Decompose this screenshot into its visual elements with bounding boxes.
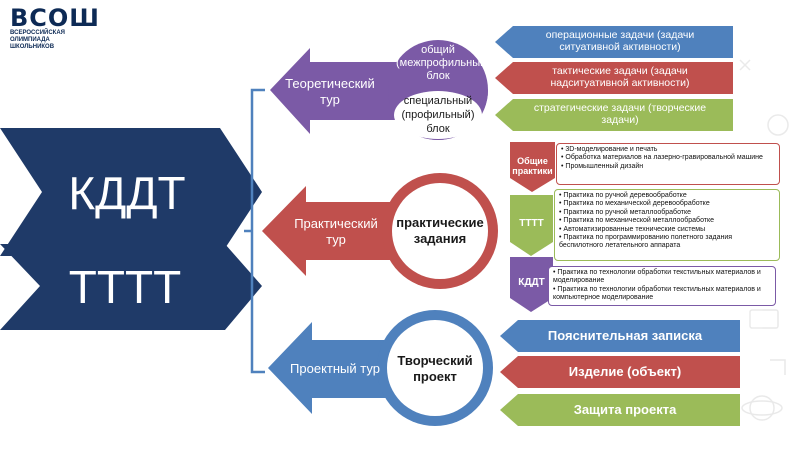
list-item: Практика по ручной металлообработке (559, 209, 775, 217)
task-label-1: операционные задачи (задачи ситуативной … (545, 29, 695, 53)
kddt-label: КДДТ (68, 167, 186, 219)
kddt-practices-box: Практика по технологии обработки текстил… (548, 266, 776, 306)
task-label-3: стратегические задачи (творческие задачи… (533, 102, 707, 126)
proj-arrow-1 (500, 320, 740, 352)
theory-block-special: специальный (профильный) блок (401, 95, 475, 135)
tag-general: Общие практики (512, 156, 553, 176)
project-item-3: Защита проекта (573, 402, 677, 417)
project-item-1: Пояснительная записка (547, 328, 703, 343)
tttt-chevron (0, 244, 262, 330)
bracket (244, 88, 265, 374)
list-item: Практика по механической металлообработк… (559, 217, 775, 225)
list-item: Обработка материалов на лазерно-гравиров… (561, 154, 775, 162)
tag-kddt: КДДТ (518, 277, 545, 288)
kddt-chevron (0, 128, 262, 256)
general-practices-box: 3D-моделирование и печать Обработка мате… (556, 143, 780, 185)
vsosh-logo: ВСОШ всероссийская олимпиада школьников (10, 6, 120, 51)
project-item-2: Изделие (объект) (568, 364, 682, 379)
tag-arrow-kddt (510, 257, 553, 312)
proj-arrow-2 (500, 356, 740, 388)
tag-arrow-tttt (510, 195, 553, 256)
theory-block-general: общий (межпрофильный) блок (396, 44, 490, 82)
theory-arrow (270, 48, 430, 134)
list-item: Практика по ручной деревообработке (559, 192, 775, 200)
logo-subtitle: всероссийская олимпиада школьников (10, 30, 65, 50)
list-item: Автоматизированные технические системы (559, 226, 775, 234)
logo-text: ВСОШ (10, 4, 100, 32)
project-arrow (268, 322, 400, 414)
proj-arrow-3 (500, 394, 740, 426)
decorative-icons (739, 59, 789, 421)
task-arrow-1 (495, 26, 733, 58)
theory-title: Теоретический тур (285, 76, 375, 107)
task-label-2: тактические задачи (задачи надситуативно… (550, 65, 690, 89)
project-circle-label: Творческий проект (397, 353, 473, 384)
practice-circle-label: практические задания (396, 215, 484, 246)
project-title: Проектный тур (290, 361, 380, 376)
list-item: Практика по программированию полетного з… (559, 234, 775, 251)
list-item: Практика по технологии обработки текстил… (553, 286, 771, 303)
list-item: Практика по технологии обработки текстил… (553, 269, 771, 286)
tttt-label: ТТТТ (68, 261, 182, 313)
theory-circle-inner (394, 91, 482, 139)
list-item: 3D-моделирование и печать (561, 146, 775, 154)
practice-title: Практический тур (294, 216, 378, 247)
tttt-practices-box: Практика по ручной деревообработке Практ… (554, 189, 780, 261)
task-arrow-3 (495, 99, 733, 131)
tag-tttt: ТТТТ (519, 218, 544, 229)
list-item: Практика по механической деревообработке (559, 200, 775, 208)
tag-arrow-general (510, 142, 555, 192)
task-arrow-2 (495, 62, 733, 94)
practice-arrow (262, 186, 400, 276)
list-item: Промышленный дизайн (561, 163, 775, 171)
